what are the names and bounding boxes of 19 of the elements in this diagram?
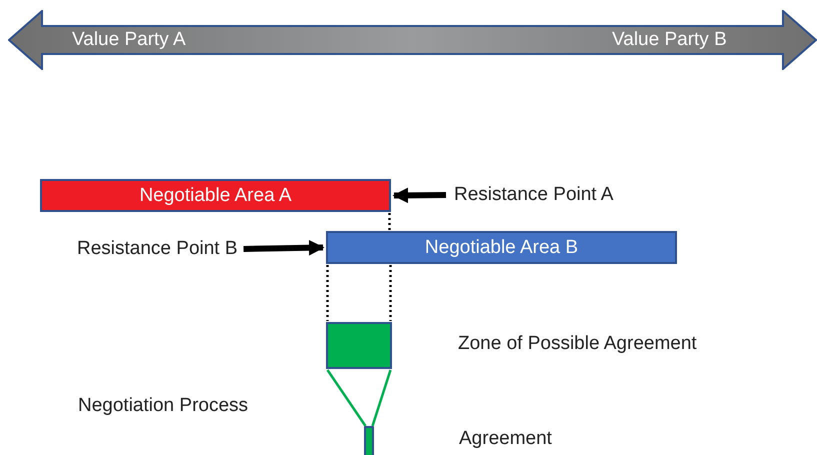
dotted-guide-line	[388, 213, 391, 230]
party-label: Value Party B	[612, 29, 727, 51]
double-arrow-band	[8, 10, 817, 70]
dotted-guide-line	[326, 265, 329, 321]
process-caption: Negotiation Process	[78, 395, 248, 417]
party-label: Value Party A	[72, 29, 186, 51]
zone-caption: Zone of Possible Agreement	[458, 333, 697, 355]
resistance-label: Resistance Point B	[77, 238, 238, 260]
arrow	[243, 240, 325, 256]
negotiable-area-bar: Negotiable Area A	[40, 179, 391, 212]
dotted-guide-line	[389, 265, 392, 321]
funnel-line	[326, 369, 367, 427]
agreement-stem-bar	[364, 426, 374, 455]
outcome-caption: Agreement	[459, 428, 552, 450]
arrow	[392, 188, 446, 204]
agreement-zone-box	[326, 322, 392, 369]
resistance-label: Resistance Point A	[454, 184, 614, 206]
funnel-line	[371, 370, 392, 426]
negotiable-area-bar: Negotiable Area B	[326, 231, 677, 264]
